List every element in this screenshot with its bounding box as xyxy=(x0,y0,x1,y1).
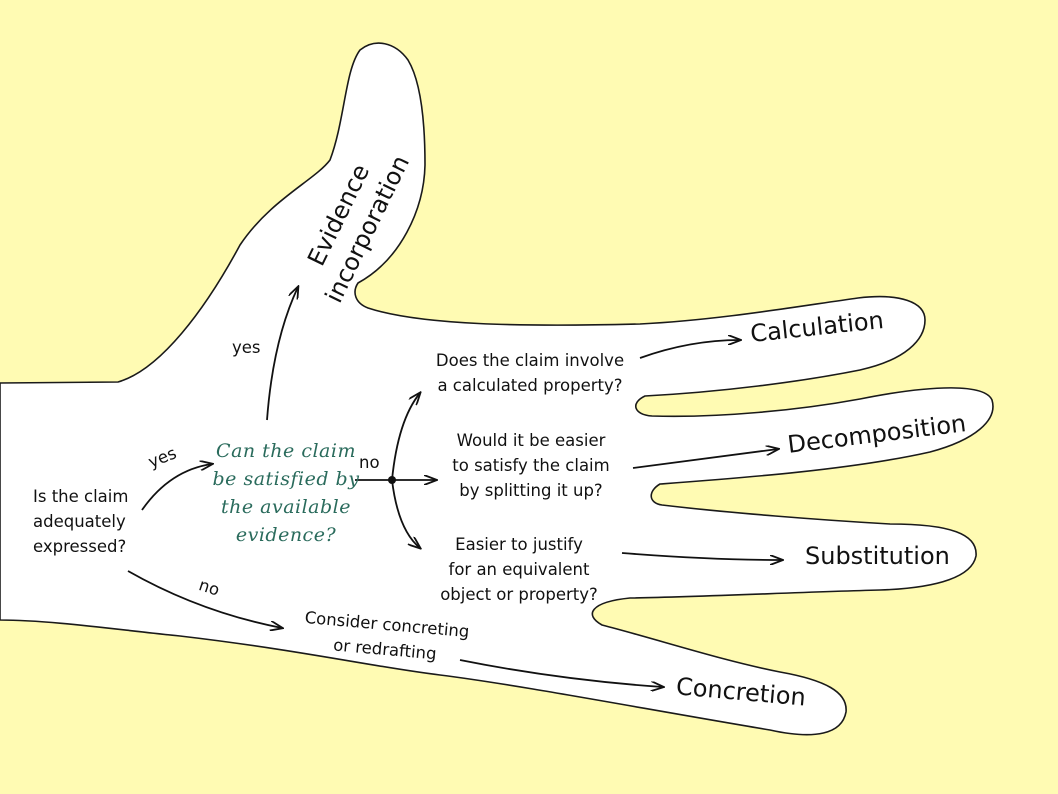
arrow-to-concretion xyxy=(459,659,663,687)
question-calculated-property: Does the claim involve a calculated prop… xyxy=(424,348,636,398)
arrow-to-evidence-incorporation xyxy=(266,287,298,421)
question-line: a calculated property? xyxy=(437,376,623,395)
question-line: for an equivalent xyxy=(448,560,590,579)
question-line: Does the claim involve xyxy=(435,351,625,370)
question-line: expressed? xyxy=(33,537,127,556)
arrow-to-decomposition xyxy=(632,449,778,469)
question-equivalent: Easier to justify for an equivalent obje… xyxy=(424,532,614,607)
arrow-to-substitution xyxy=(621,552,782,560)
question-line: be satisfied by xyxy=(212,468,360,490)
arrow-to-concreting xyxy=(127,570,282,628)
question-line: the available xyxy=(220,496,351,518)
arrow-to-equivalent-question xyxy=(391,479,420,548)
question-satisfied-by-evidence: Can the claim be satisfied by the availa… xyxy=(212,437,360,549)
question-line: Is the claim xyxy=(33,487,129,506)
arrow-to-evidence-question xyxy=(141,464,212,511)
question-line: Would it be easier xyxy=(456,431,606,450)
edge-label-no-evidence: no xyxy=(359,453,380,472)
question-line: object or property? xyxy=(440,585,598,604)
arrow-to-calculation xyxy=(639,340,740,359)
hand-outline xyxy=(0,42,994,736)
question-adequately-expressed: Is the claim adequately expressed? xyxy=(33,484,128,559)
question-line: evidence? xyxy=(235,524,337,546)
question-line: Easier to justify xyxy=(455,535,583,554)
question-line: adequately xyxy=(33,512,126,531)
question-line: by splitting it up? xyxy=(459,481,603,500)
outcome-substitution: Substitution xyxy=(805,542,950,570)
arrow-to-calculated-question xyxy=(391,393,420,481)
question-line: to satisfy the claim xyxy=(452,456,610,475)
question-line: Can the claim xyxy=(216,440,356,462)
edge-label-yes-evidence: yes xyxy=(232,338,261,357)
question-splitting: Would it be easier to satisfy the claim … xyxy=(436,428,626,503)
